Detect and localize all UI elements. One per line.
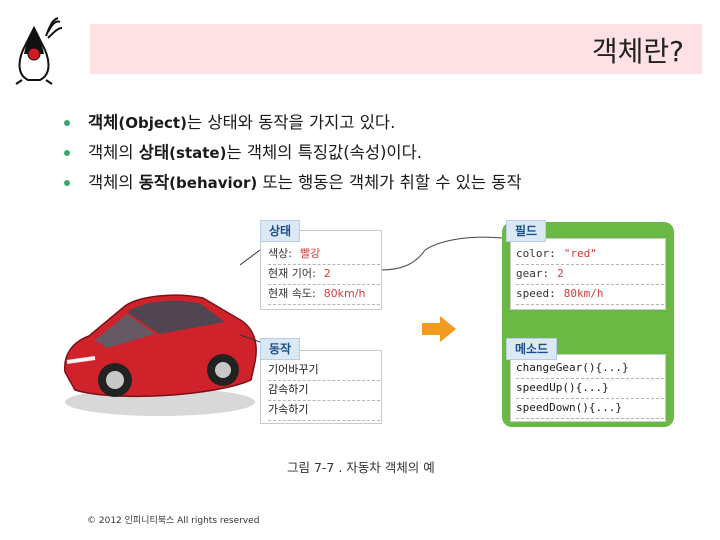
state-row: 현재 기어: 2 xyxy=(268,264,380,285)
behavior-box xyxy=(260,350,382,424)
connector-lines xyxy=(240,236,503,343)
behavior-row: 감속하기 xyxy=(268,380,380,401)
state-value: 빨강 xyxy=(299,247,321,260)
bullet-english-term: (state) xyxy=(169,144,227,162)
field-value: 80km/h xyxy=(563,287,604,300)
bullet-dot-icon xyxy=(64,180,70,186)
state-box xyxy=(260,230,382,310)
method-row: changeGear(){...} xyxy=(516,358,664,379)
bullet-bold-term: 객체 xyxy=(88,113,119,132)
behavior-row: 가속하기 xyxy=(268,400,380,421)
copyright-footer: © 2012 인피니티북스 All rights reserved xyxy=(87,516,260,526)
state-key: 현재 기어: xyxy=(268,267,316,280)
figure-caption: 그림 7-7 . 자동차 객체의 예 xyxy=(287,460,435,475)
bullet-item: 객체의 상태(state)는 객체의 특징값(속성)이다. xyxy=(62,138,522,168)
bullet-list: 객체(Object)는 상태와 동작을 가지고 있다. 객체의 상태(state… xyxy=(62,108,522,198)
page-title: 객체란? xyxy=(591,35,684,68)
field-value: "red" xyxy=(563,247,597,260)
state-value: 2 xyxy=(323,267,331,280)
state-key: 색상: xyxy=(268,247,292,260)
method-label: 메소드 xyxy=(506,338,558,360)
object-figure: 상태 색상: 빨강 현재 기어: 2 현재 속도: 80km/h 동작 기어바꾸기 감… xyxy=(240,210,680,435)
bullet-bold-term: 상태 xyxy=(138,143,170,162)
bullet-text: 객체의 xyxy=(88,143,139,162)
method-row: speedUp(){...} xyxy=(516,378,664,399)
field-key: gear: xyxy=(516,267,550,280)
field-key: color: xyxy=(516,247,556,260)
state-value: 80km/h xyxy=(323,287,366,300)
method-row: speedDown(){...} xyxy=(516,398,664,419)
bullet-dot-icon xyxy=(64,150,70,156)
field-row: speed: 80km/h xyxy=(516,284,664,305)
state-key: 현재 속도: xyxy=(268,287,316,300)
bullet-item: 객체(Object)는 상태와 동작을 가지고 있다. xyxy=(62,108,522,138)
bullet-item: 객체의 동작(behavior) 또는 행동은 객체가 취할 수 있는 동작 xyxy=(62,168,522,198)
state-row: 현재 속도: 80km/h xyxy=(268,284,380,305)
bullet-text: 또는 행동은 객체가 취할 수 있는 동작 xyxy=(257,173,522,192)
state-row: 색상: 빨강 xyxy=(268,244,380,265)
field-row: gear: 2 xyxy=(516,264,664,285)
behavior-label: 동작 xyxy=(260,338,301,360)
bullet-bold-term: 동작 xyxy=(138,173,170,192)
field-row: color: "red" xyxy=(516,244,664,265)
right-arrow-icon xyxy=(422,316,456,342)
method-box xyxy=(510,354,666,422)
car-icon xyxy=(64,294,257,416)
field-label: 필드 xyxy=(506,220,547,242)
bullet-dot-icon xyxy=(64,120,70,126)
title-bar: 객체란? xyxy=(90,24,702,74)
field-value: 2 xyxy=(557,267,564,280)
field-key: speed: xyxy=(516,287,556,300)
bullet-english-term: (behavior) xyxy=(169,174,258,192)
bullet-text: 는 상태와 동작을 가지고 있다. xyxy=(186,113,396,132)
bullet-english-term: (Object) xyxy=(118,114,187,132)
bullet-text: 객체의 xyxy=(88,173,139,192)
behavior-row: 기어바꾸기 xyxy=(268,360,380,381)
state-label: 상태 xyxy=(260,220,301,242)
bullet-text: 는 객체의 특징값(속성)이다. xyxy=(226,143,423,162)
duke-logo-icon xyxy=(15,17,63,85)
field-box xyxy=(510,238,666,310)
